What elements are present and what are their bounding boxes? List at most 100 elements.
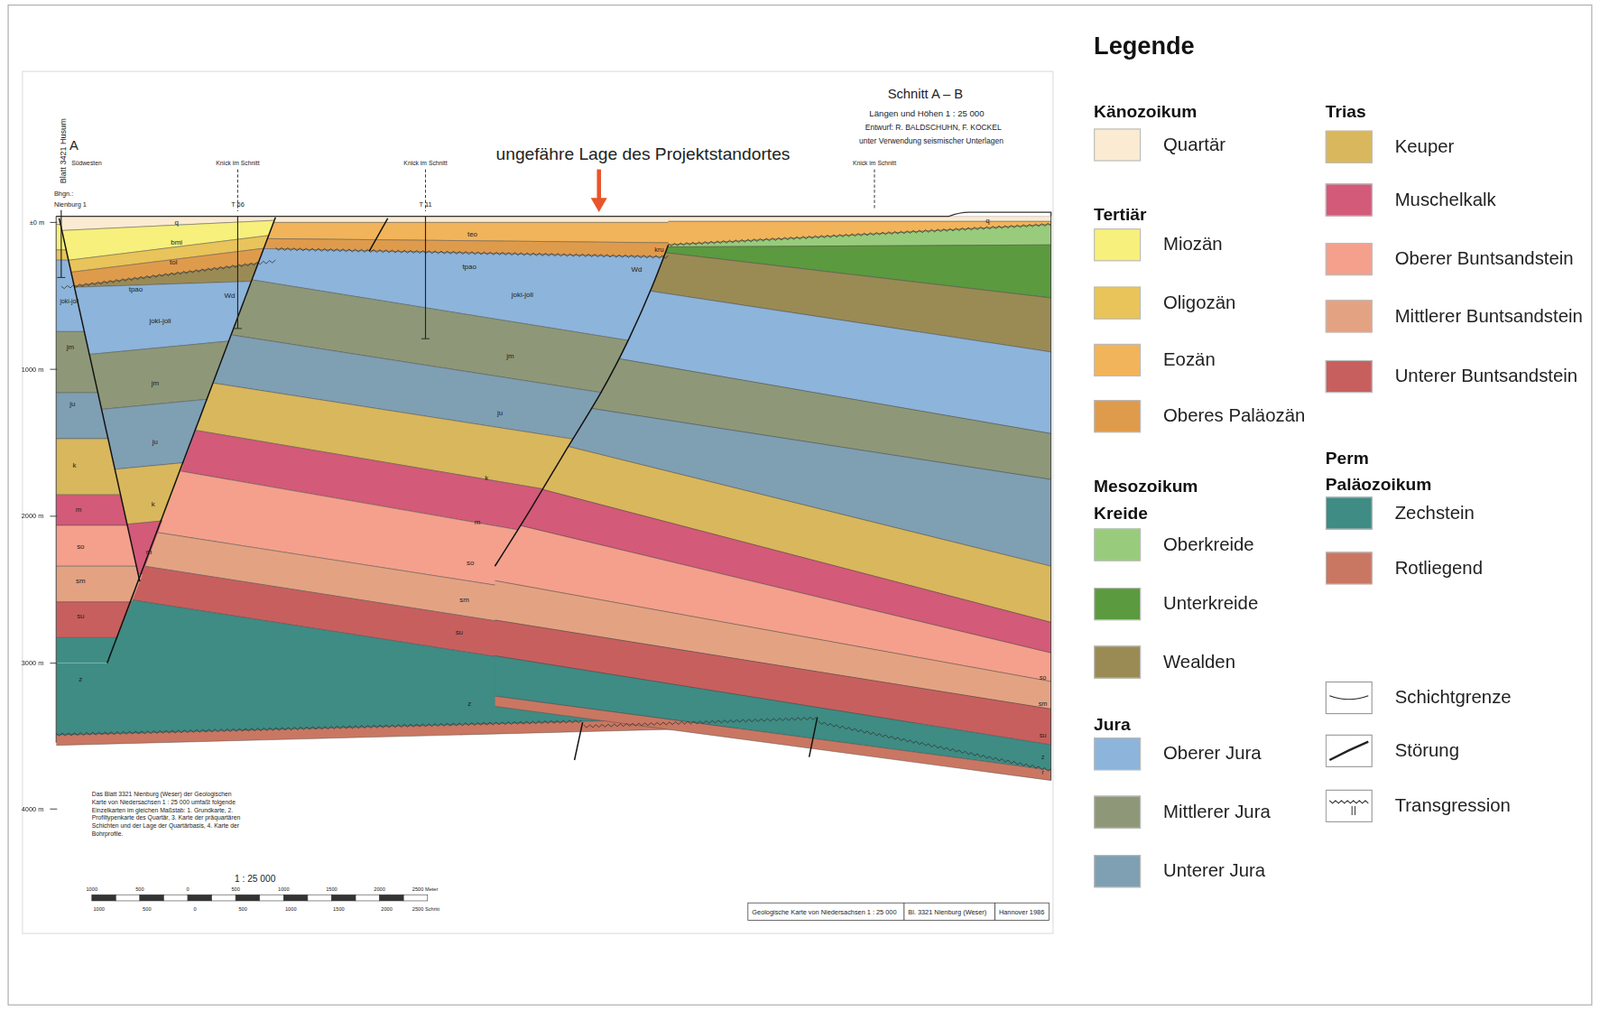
borehole-end: [421, 338, 430, 340]
legend-line-sample: [1325, 681, 1373, 714]
map-label: A: [69, 138, 79, 154]
legend-label: Mittlerer Jura: [1163, 801, 1271, 824]
transgression-line: [583, 716, 817, 728]
formation-code: q: [985, 217, 990, 226]
image-frame: [8, 5, 1592, 1006]
legend-swatch: [1093, 286, 1141, 320]
scale-bar-segment: [187, 894, 213, 901]
map-label: 1000 m: [21, 365, 45, 373]
scale-bar-segment: [92, 894, 117, 901]
legend-line-sample: [1325, 789, 1373, 823]
line-sample-graphic: [1326, 682, 1372, 713]
footer-divider: [994, 902, 996, 920]
legend-swatch: [1093, 795, 1141, 829]
borehole-end: [233, 327, 242, 329]
transgression-line: [275, 247, 668, 259]
formation-code: k: [73, 461, 77, 470]
formation-code: joki-joli: [60, 298, 80, 306]
legend-label: Störung: [1395, 739, 1460, 762]
formation-code: m: [474, 517, 481, 527]
legend-swatch: [1325, 183, 1373, 216]
map-label: Bl. 3321 Nienburg (Weser): [907, 907, 987, 916]
legend-entry: Oberkreide: [1093, 527, 1360, 561]
legend-entry: Rotliegend: [1325, 551, 1591, 584]
legend-swatch: [1093, 343, 1141, 377]
map-label: 500: [142, 906, 151, 913]
formation-code: z: [467, 699, 472, 708]
legend-label: Wealden: [1163, 651, 1236, 674]
legend-entry: Störung: [1325, 734, 1591, 768]
legend-label: Rotliegend: [1395, 557, 1483, 580]
map-label: Bhgn.:: [54, 190, 74, 198]
fault-line: [59, 218, 140, 582]
map-label: 500: [238, 906, 247, 913]
scale-bar-segment: [235, 894, 260, 901]
rock-layer: [40, 635, 1062, 782]
legend-swatch: [1325, 360, 1373, 393]
scale-bar-segment: [163, 894, 188, 901]
rock-layer: [40, 216, 1062, 222]
legend-entry: Oligozän: [1093, 286, 1360, 320]
scale-bar-segment: [283, 894, 308, 901]
map-label: Nienburg 1: [54, 200, 87, 208]
legend-entry: Eozän: [1093, 343, 1360, 377]
formation-code: tol: [169, 258, 177, 267]
location-arrow: [596, 169, 602, 201]
formation-code: jm: [151, 379, 159, 388]
legend-entry: Oberer Buntsandstein: [1325, 242, 1591, 276]
depth-tick: [49, 662, 57, 664]
map-label: Südwesten: [71, 159, 102, 167]
formation-code: r: [1041, 769, 1044, 777]
map-label: 0: [185, 886, 189, 892]
rock-layer: [40, 179, 1062, 354]
legend-label: Keuper: [1395, 136, 1455, 158]
map-label: 1000: [277, 886, 290, 892]
formation-code: kru: [654, 246, 664, 254]
formation-code: tpao: [462, 263, 476, 272]
fault-line: [809, 717, 818, 758]
legend-label: Schichtgrenze: [1395, 686, 1512, 709]
map-label: unter Verwendung seismischer Unterlagen: [859, 137, 1004, 147]
scale-bar-segment: [355, 894, 380, 901]
legend-entry: Quartär: [1093, 128, 1360, 161]
map-label: Blatt 3421 Husum: [58, 118, 68, 184]
depth-tick: [49, 221, 57, 223]
map-label: 500: [135, 886, 144, 892]
borehole-line: [237, 216, 239, 329]
section-edge: [55, 216, 57, 743]
fault-line: [574, 721, 583, 760]
legend-entry: Muschelkalk: [1325, 183, 1591, 216]
formation-code: Wd: [223, 291, 235, 300]
legend-label: Unterer Buntsandstein: [1395, 365, 1579, 388]
legend-swatch: [1093, 228, 1141, 261]
legend-line-sample: [1325, 734, 1373, 768]
formation-code: q: [174, 218, 178, 227]
formation-code: ju: [497, 408, 503, 417]
map-label: T 66: [231, 200, 245, 208]
formation-code: su: [1039, 731, 1047, 740]
map-label: 1000: [285, 906, 297, 913]
legend-entry: Zechstein: [1325, 496, 1591, 529]
line-sample: [1329, 800, 1369, 804]
line-sample-mark: [1351, 805, 1355, 815]
map-label: 1500: [325, 886, 338, 892]
legend-heading: Trias: [1325, 101, 1367, 122]
legend-entry: Schichtgrenze: [1325, 681, 1591, 714]
scale-bar-segment: [307, 894, 333, 901]
formation-code: teo: [467, 230, 478, 239]
map-label: 4000 m: [21, 804, 45, 813]
formation-code: sm: [75, 577, 86, 586]
legend-entry: Oberer Jura: [1093, 737, 1360, 770]
map-label: Geologische Karte von Niedersachsen 1 : …: [751, 907, 897, 916]
formation-code: z: [78, 675, 83, 684]
legend-label: Oberer Buntsandstein: [1395, 248, 1574, 270]
legend-swatch: [1325, 242, 1373, 276]
legend-label: Zechstein: [1395, 502, 1475, 525]
transgression-line: [668, 222, 1052, 246]
map-label: 3000 m: [21, 658, 45, 666]
scale-bar-segment: [259, 894, 285, 901]
transgression-line: [55, 720, 582, 737]
legend-swatch: [1093, 737, 1141, 770]
map-label: 2000 m: [21, 512, 45, 520]
